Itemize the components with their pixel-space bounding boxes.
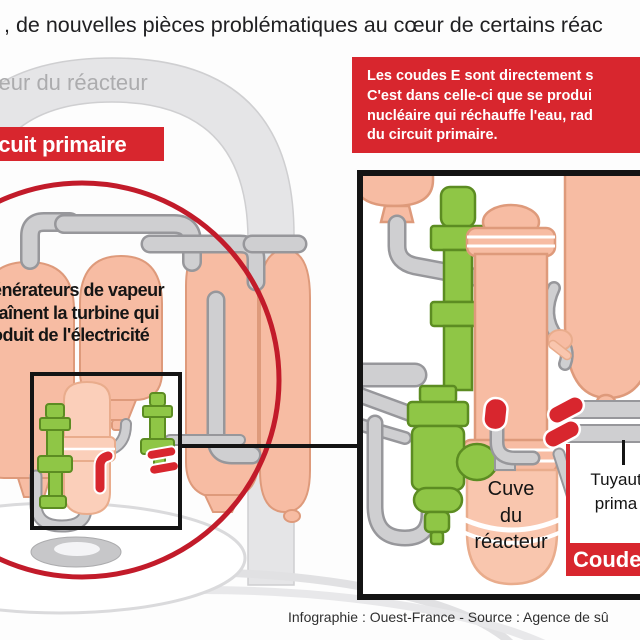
steam-generator-large: [563, 176, 640, 411]
tank-pipe: [387, 214, 521, 294]
reactor-vessel-cluster: [37, 380, 180, 516]
highlight-circle: [0, 180, 282, 580]
generators-caption-line3: oduit de l'électricité: [0, 325, 150, 345]
generators-caption-line2: raînent la turbine qui: [0, 302, 160, 323]
vessel-label-line1: Cuve: [487, 478, 535, 500]
callout-pointer-line: [622, 440, 625, 465]
zoom-source-rect: [30, 372, 182, 530]
containment-label: œur du réacteur: [0, 70, 148, 95]
pump-column: [429, 185, 487, 392]
primary-circuit-label: rcuit primaire: [0, 132, 127, 157]
vessel-label-line3: réacteur: [474, 531, 548, 553]
red-coude-vertical: [482, 396, 541, 466]
primary-circuit-badge: rcuit primaire: [0, 127, 164, 161]
vessel-label: Cuve du réacteur: [455, 476, 567, 556]
zoom-connector-line: [182, 444, 358, 448]
generator-drain-pipe: [541, 281, 574, 371]
red-coudes-small: [93, 445, 180, 495]
pipe-label: Tuyaut prima: [569, 468, 640, 516]
detail-artwork: [363, 176, 640, 586]
info-box-line4: du circuit primaire.: [367, 127, 498, 144]
info-box-line1: Les coudes E sont directement s: [367, 68, 594, 84]
credit-line: Infographie : Ouest-France - Source : Ag…: [288, 609, 609, 625]
pipe-label-line1: Tuyaut: [590, 470, 640, 489]
info-box-line3: nucléaire qui réchauffe l'eau, rad: [367, 107, 593, 124]
coude-pipes: [542, 395, 640, 449]
headline: , de nouvelles pièces problématiques au …: [4, 13, 603, 37]
coudes-label-badge: Coude: [566, 543, 640, 576]
tank-top-left: [363, 176, 435, 224]
info-box-line2: C'est dans celle-ci que se produi: [367, 87, 593, 104]
generators-caption-line1: énérateurs de vapeur: [0, 280, 165, 300]
pump-left: [37, 403, 73, 509]
info-box: Les coudes E sont directement s C'est da…: [352, 57, 640, 153]
generators-caption: énérateurs de vapeur raînent la turbine …: [0, 279, 165, 347]
pipe-label-line2: prima: [594, 494, 638, 513]
vessel-label-line2: du: [499, 504, 523, 527]
detail-panel: Cuve du réacteur Tuyaut prima Coude: [357, 170, 640, 600]
